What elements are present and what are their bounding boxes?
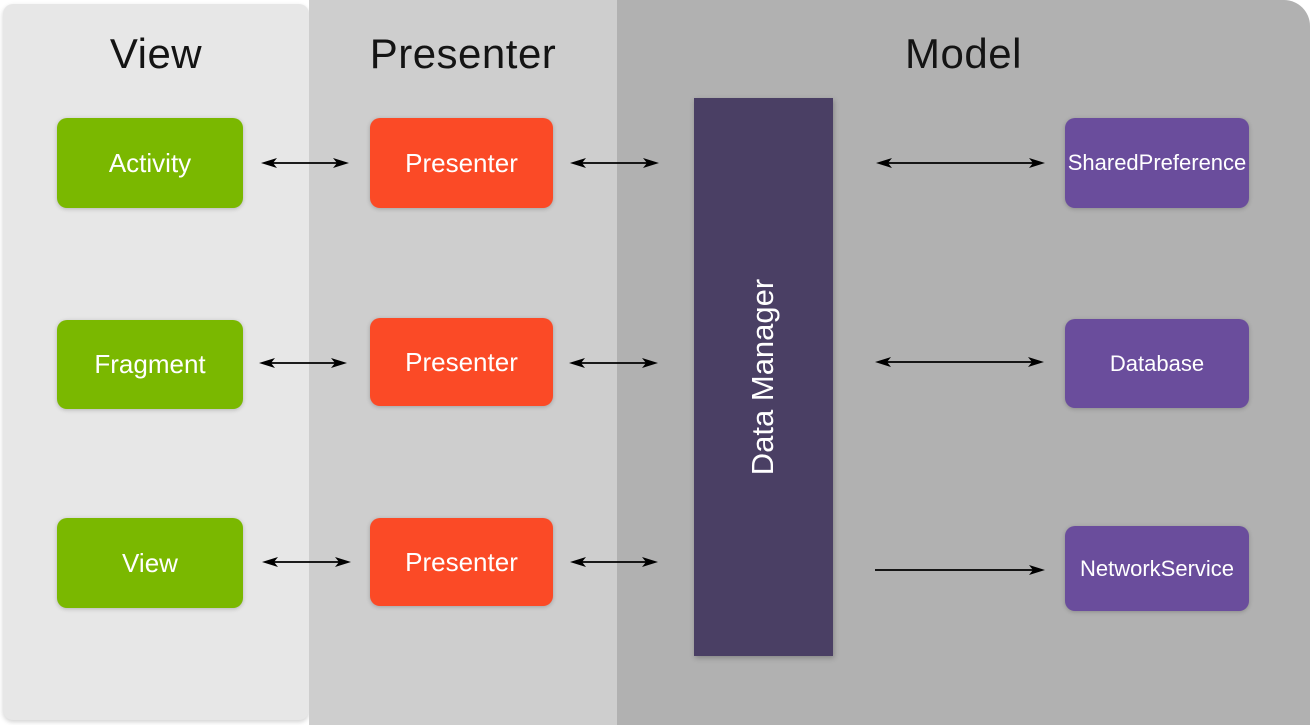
view-box-label: View	[122, 547, 178, 578]
presenter-box-1-label: Presenter	[405, 147, 518, 178]
data-manager-box: Data Manager	[694, 98, 833, 656]
presenter-box-1: Presenter	[370, 118, 553, 208]
activity-box-label: Activity	[108, 147, 192, 178]
sharedpreference-box-label: SharedPreference	[1067, 150, 1247, 175]
fragment-box: Fragment	[57, 320, 243, 409]
view-box: View	[57, 518, 243, 608]
sharedpreference-box: SharedPreference	[1065, 118, 1249, 208]
fragment-box-label: Fragment	[94, 349, 206, 379]
presenter-box-2: Presenter	[370, 318, 553, 406]
view-column-header: View	[109, 30, 203, 77]
database-box: Database	[1065, 319, 1249, 408]
data-manager-label: Data Manager	[745, 278, 781, 476]
database-box-label: Database	[1109, 350, 1205, 376]
presenter-box-3-label: Presenter	[405, 546, 518, 577]
networkservice-box: NetworkService	[1065, 526, 1249, 611]
activity-box: Activity	[57, 118, 243, 208]
presenter-box-3: Presenter	[370, 518, 553, 606]
model-column-header: Model	[905, 30, 1022, 77]
presenter-box-2-label: Presenter	[405, 346, 518, 377]
networkservice-box-label: NetworkService	[1079, 555, 1235, 581]
presenter-column-header: Presenter	[369, 30, 557, 77]
